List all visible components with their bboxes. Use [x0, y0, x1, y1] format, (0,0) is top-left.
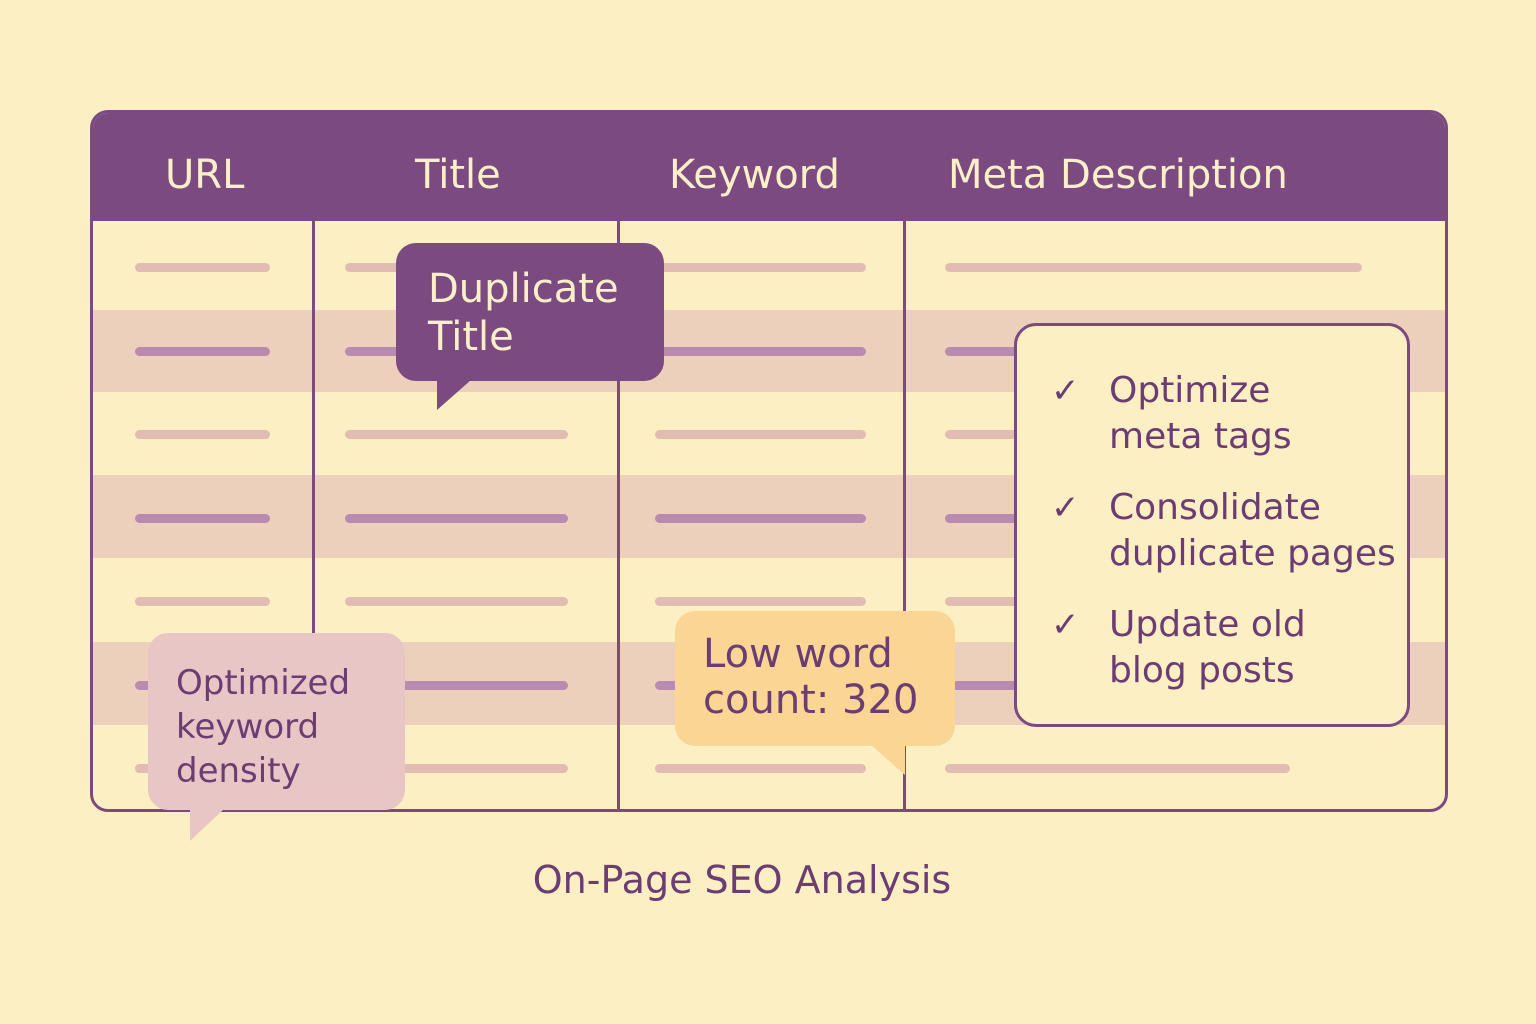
- callout-tail: [437, 380, 471, 410]
- callout-line: density: [176, 751, 301, 791]
- placeholder-text-bar: [945, 263, 1362, 272]
- callout-line: Optimized: [176, 663, 351, 703]
- placeholder-text-bar: [655, 597, 866, 606]
- callout-line: Low word: [703, 631, 893, 677]
- placeholder-text-bar: [655, 263, 866, 272]
- diagram-caption: On-Page SEO Analysis: [532, 858, 952, 902]
- checklist-text: blog posts: [1109, 650, 1295, 691]
- placeholder-text-bar: [345, 513, 568, 523]
- checklist-text: duplicate pages: [1109, 533, 1396, 574]
- callout-line: Title: [428, 314, 514, 360]
- keyword-density-callout: Optimized keyword density: [148, 633, 405, 810]
- callout-line: count: 320: [703, 677, 919, 723]
- callout-line: Duplicate: [428, 266, 619, 312]
- placeholder-text-bar: [655, 513, 866, 523]
- column-divider: [312, 221, 315, 809]
- word-count-callout: Low word count: 320: [675, 611, 955, 746]
- column-header-meta-description: Meta Description: [948, 152, 1288, 198]
- placeholder-text-bar: [945, 764, 1290, 773]
- placeholder-text-bar: [345, 764, 568, 773]
- checklist-text: Optimize: [1109, 370, 1271, 411]
- checklist-text: Update old: [1109, 604, 1306, 645]
- placeholder-text-bar: [345, 597, 568, 606]
- check-icon: ✓: [1051, 371, 1080, 411]
- callout-line: keyword: [176, 707, 320, 747]
- callout-tail: [190, 809, 224, 841]
- column-header-url: URL: [165, 152, 245, 198]
- recommendations-checklist: ✓ Optimize meta tags ✓ Consolidate duplica…: [1014, 323, 1410, 727]
- check-icon: ✓: [1051, 605, 1080, 645]
- placeholder-text-bar: [655, 346, 866, 356]
- duplicate-title-callout: Duplicate Title: [396, 243, 664, 381]
- checklist-item: ✓ Optimize meta tags: [1051, 368, 1292, 460]
- column-header-title: Title: [415, 152, 501, 198]
- placeholder-text-bar: [135, 263, 270, 272]
- callout-tail: [871, 745, 905, 775]
- checklist-item: ✓ Update old blog posts: [1051, 602, 1306, 694]
- column-divider: [903, 221, 906, 809]
- placeholder-text-bar: [135, 597, 270, 606]
- column-divider: [617, 221, 620, 809]
- checklist-text: Consolidate: [1109, 487, 1321, 528]
- placeholder-text-bar: [655, 430, 866, 439]
- placeholder-text-bar: [655, 764, 866, 773]
- placeholder-text-bar: [135, 430, 270, 439]
- checklist-item: ✓ Consolidate duplicate pages: [1051, 485, 1396, 577]
- placeholder-text-bar: [135, 346, 270, 356]
- check-icon: ✓: [1051, 488, 1080, 528]
- checklist-text: meta tags: [1109, 416, 1292, 457]
- placeholder-text-bar: [135, 513, 270, 523]
- placeholder-text-bar: [345, 430, 568, 439]
- column-header-keyword: Keyword: [669, 152, 840, 198]
- placeholder-text-bar: [345, 680, 568, 690]
- table-header: URL Title Keyword Meta Description: [93, 113, 1445, 221]
